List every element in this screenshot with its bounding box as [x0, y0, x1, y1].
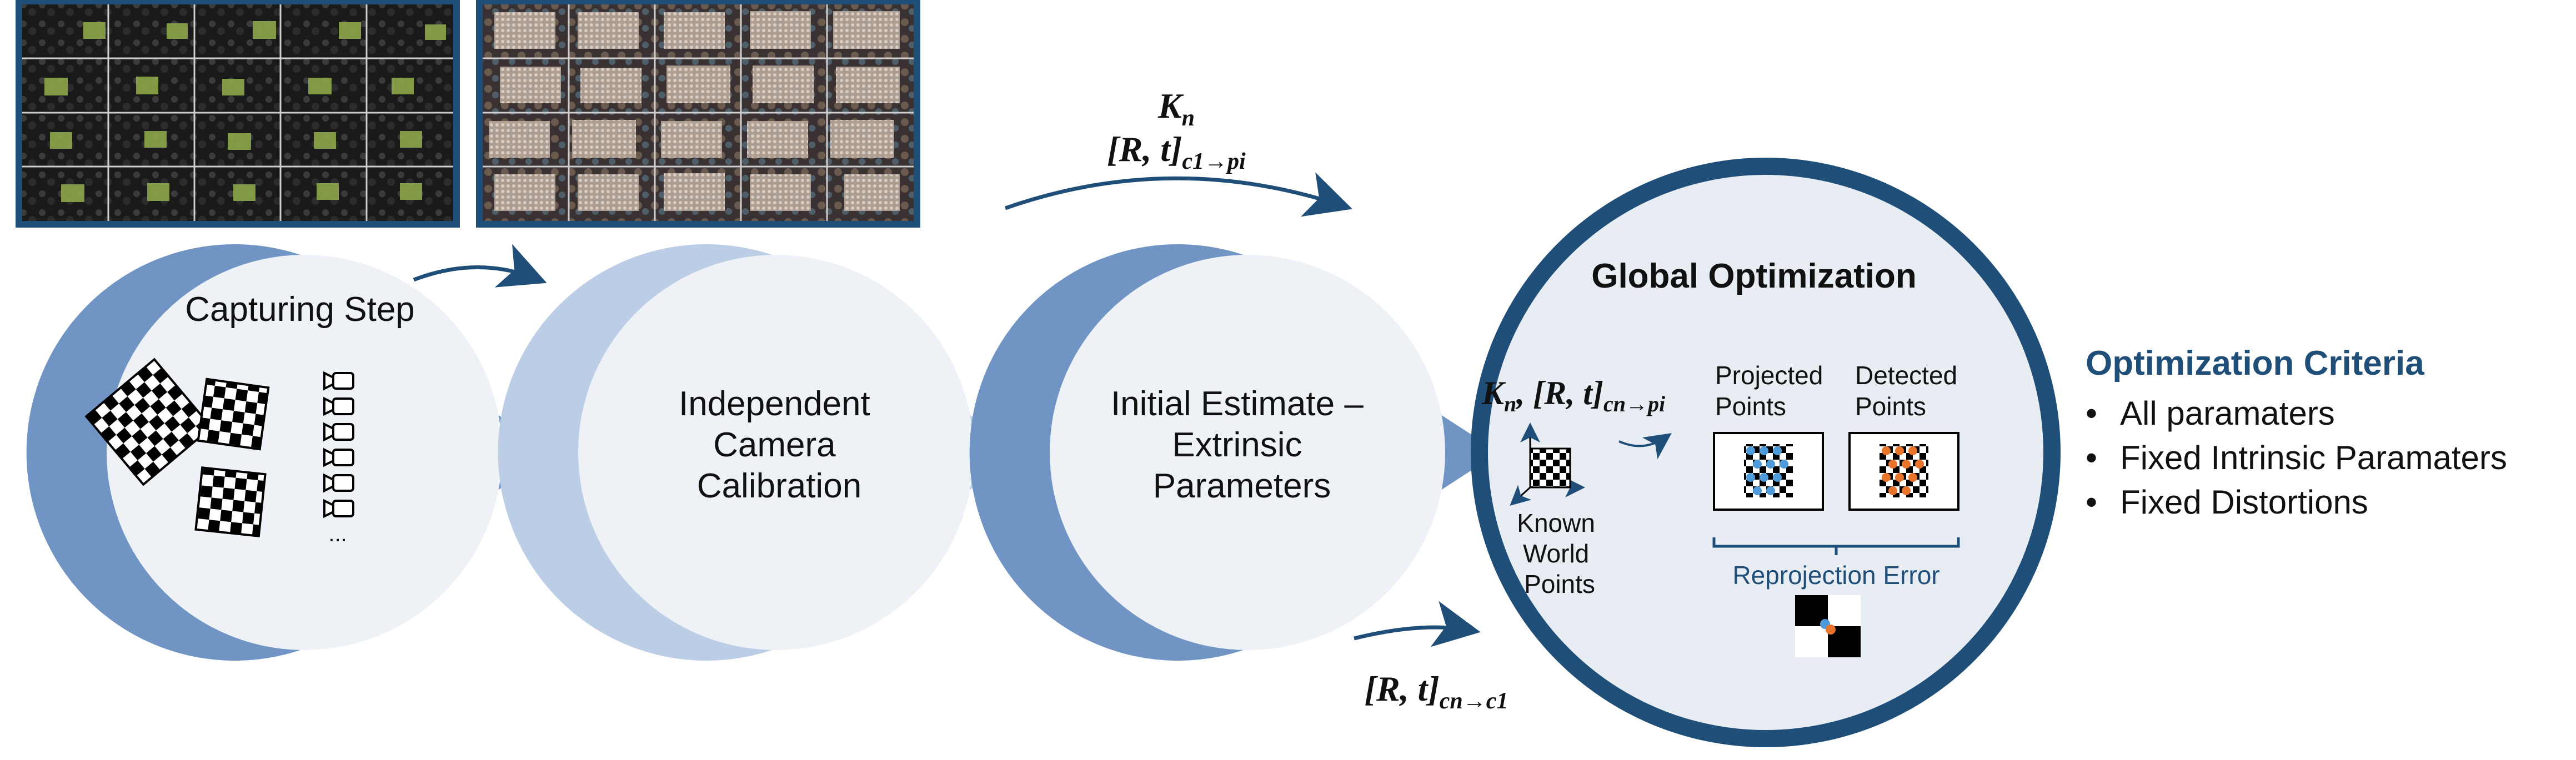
criteria-item: •All paramaters [2086, 395, 2335, 432]
rt-cn-c1-label: [R, t]cn→c1 [1365, 669, 1508, 714]
known-world-points-label: Known World Points [1517, 509, 1602, 598]
criteria-item: •Fixed Distortions [2086, 484, 2368, 521]
projected-points-label: Projected Points [1715, 361, 1830, 421]
capturing-step-circle [107, 255, 502, 650]
capture-thumbnails-right [476, 0, 920, 228]
initial-step-circle [1050, 255, 1445, 650]
thumbnail-arrow [413, 244, 547, 288]
camera-ellipsis: ... [328, 522, 347, 546]
global-inner-arrow [1618, 433, 1672, 460]
projected-point-markers [1746, 446, 1788, 495]
independent-line-3: Calibration [697, 467, 861, 505]
capture-thumbnails-left [16, 0, 460, 228]
rt-c1-pi-label: [R, t]c1→pi [1107, 129, 1246, 174]
independent-step-label: Independent Camera Calibration [679, 385, 880, 505]
detected-point-markers [1882, 446, 1924, 495]
initial-line-3: Parameters [1153, 467, 1331, 505]
tilted-checkerboard-icon [84, 358, 213, 486]
top-transfer-arrow [1004, 172, 1352, 217]
detected-points-box [1848, 432, 1959, 511]
criteria-list: •All paramaters •Fixed Intrinsic Paramat… [2086, 391, 2563, 525]
criteria-item: •Fixed Intrinsic Paramaters [2086, 439, 2507, 477]
checkerboard-icon [194, 466, 267, 537]
initial-line-1: Initial Estimate – [1111, 385, 1364, 423]
optimization-criteria-title: Optimization Criteria [2086, 344, 2424, 382]
bottom-transfer-arrow [1354, 601, 1481, 647]
top-math-label: Kn [R, t]c1→pi [1107, 86, 1246, 174]
capturing-step-label: Capturing Step [185, 290, 415, 329]
initial-line-2: Extrinsic [1172, 426, 1302, 464]
kn-label: Kn [1157, 86, 1195, 131]
initial-step-label: Initial Estimate – Extrinsic Parameters [1111, 385, 1373, 505]
global-step-title: Global Optimization [1591, 257, 1917, 295]
projected-points-box [1713, 432, 1824, 511]
world-checkerboard-icon [1529, 447, 1571, 489]
global-kn-rt-label: Kn, [R, t]cn→pi [1481, 375, 1665, 416]
independent-line-1: Independent [679, 385, 870, 423]
reprojection-bracket [1712, 537, 1960, 555]
reprojection-error-label: Reprojection Error [1732, 561, 1939, 590]
reprojection-error-icon [1795, 595, 1861, 657]
independent-line-2: Camera [713, 426, 836, 464]
optimization-criteria: Optimization Criteria •All paramaters •F… [2086, 343, 2563, 525]
camera-array-icon [323, 371, 354, 519]
checkerboard-icon [197, 378, 270, 451]
independent-step-circle [578, 255, 974, 650]
detected-points-label: Detected Points [1855, 361, 1964, 421]
